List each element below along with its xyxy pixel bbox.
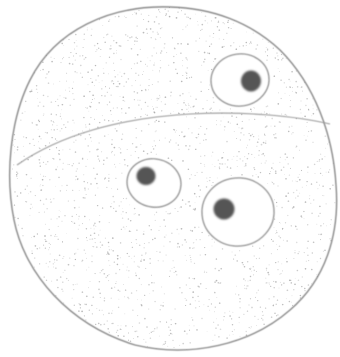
vacuole-top-right: [208, 50, 273, 110]
nucleus: [241, 71, 261, 92]
vacuole-lower-right: [199, 175, 277, 249]
nucleus: [214, 199, 235, 220]
vacuole-membrane: [199, 175, 277, 249]
vacuole-membrane: [123, 154, 186, 212]
vacuole-middle: [123, 154, 186, 212]
vacuole-membrane: [208, 50, 273, 110]
internal-division-line: [17, 113, 330, 165]
nucleus: [137, 167, 156, 185]
